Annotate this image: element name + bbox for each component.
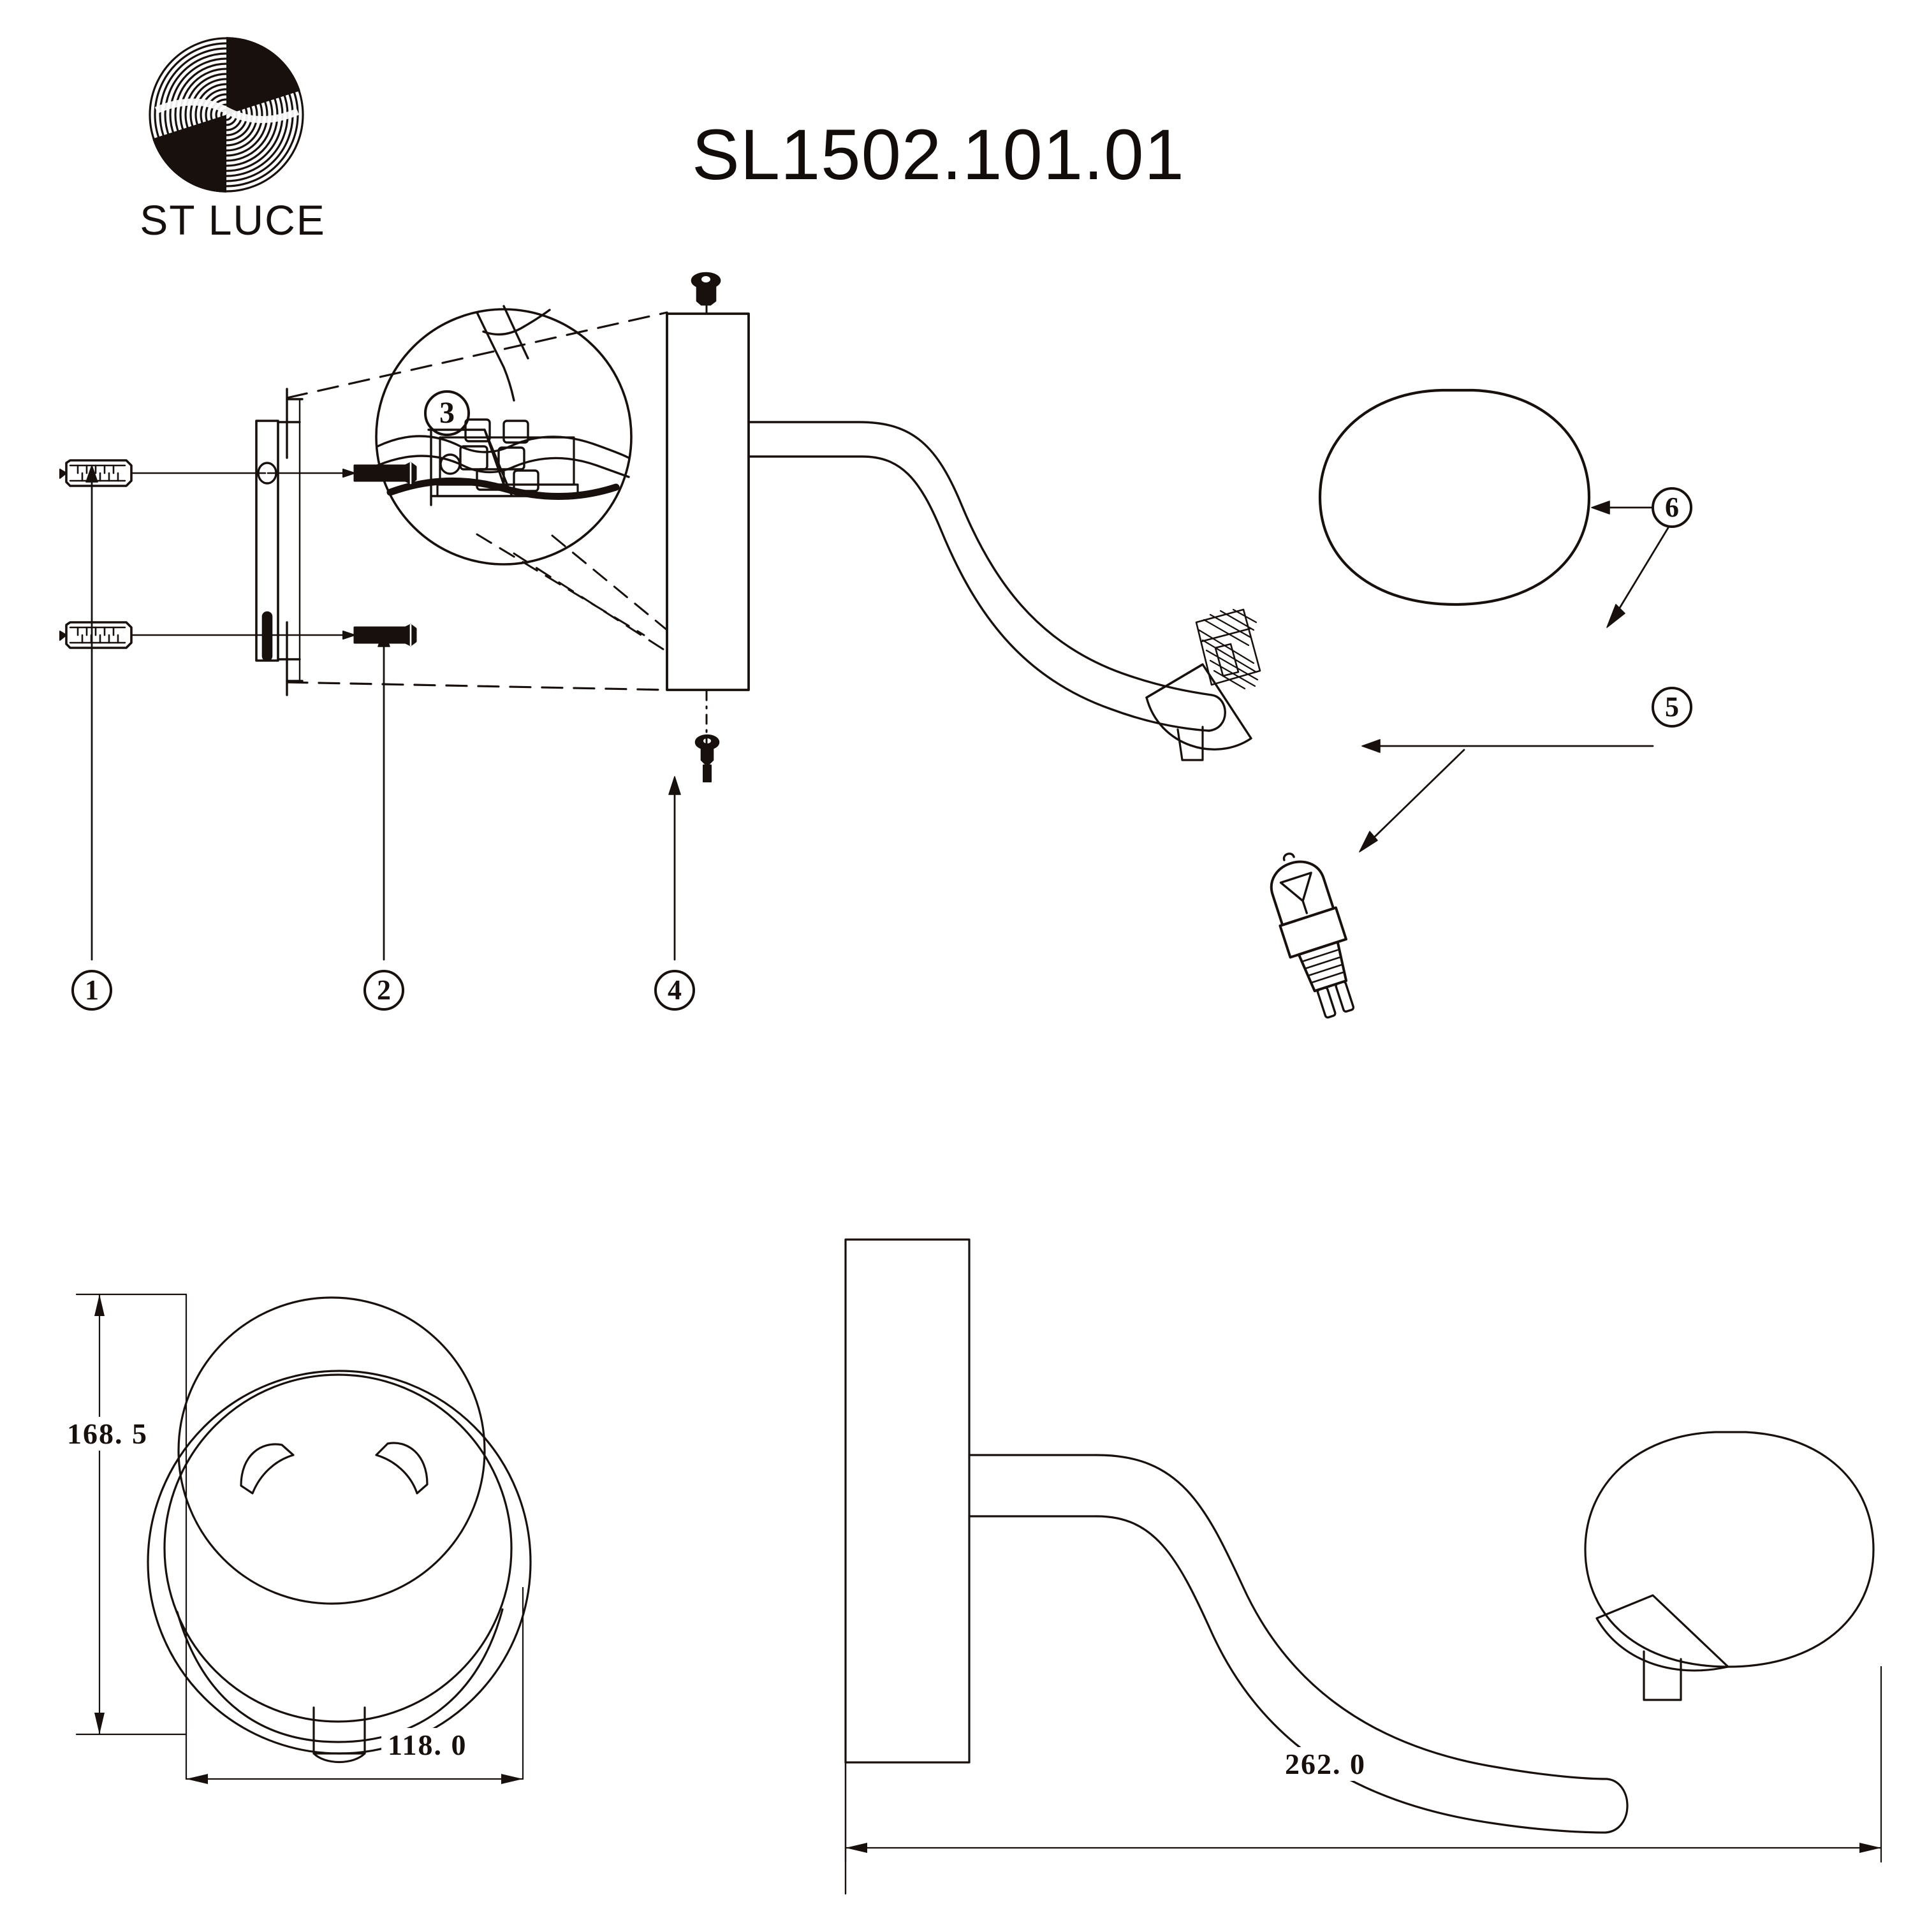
wall-anchor-dowel-bottom	[59, 621, 133, 649]
callout-leader-4	[668, 776, 681, 961]
front-width-dimension: 118. 0	[381, 1728, 474, 1762]
g9-halogen-bulb	[1270, 853, 1355, 1019]
glass-globe-shade	[1318, 388, 1591, 606]
front-height-dimension: 168. 5	[61, 1417, 154, 1451]
wall-anchor-dowel-top	[59, 459, 133, 487]
exploded-assembly-view	[59, 272, 1677, 1019]
balloon-4[interactable]: 4	[654, 970, 695, 1011]
callout-leader-6	[1591, 501, 1677, 628]
detail-bubble-3	[375, 305, 633, 566]
callout-leader-5	[1359, 739, 1654, 853]
balloon-6[interactable]: 6	[1652, 487, 1692, 528]
side-wall-plate	[844, 1238, 971, 1764]
side-globe-shade	[1584, 1431, 1875, 1668]
front-socket-stub	[312, 1706, 366, 1755]
side-socket-stub	[1643, 1650, 1682, 1701]
front-arm-ear-left	[240, 1443, 295, 1495]
lamp-holder-cup	[1145, 608, 1261, 761]
front-backplate-circle	[177, 1296, 486, 1605]
side-arm-inner	[1096, 1515, 1607, 1834]
balloon-2[interactable]: 2	[363, 970, 404, 1011]
callout-leader-1	[85, 465, 98, 961]
side-arm-outer	[1096, 1454, 1608, 1780]
front-elevation-view	[75, 1293, 532, 1784]
side-depth-dimension: 262. 0	[1279, 1747, 1372, 1781]
front-arm-ear-right	[375, 1442, 429, 1495]
side-arm-tip	[1604, 1778, 1629, 1834]
callout-leader-2	[377, 629, 390, 961]
balloon-1[interactable]: 1	[71, 970, 112, 1011]
wall-mounting-bracket	[255, 311, 668, 696]
side-elevation-view	[844, 1238, 1882, 1895]
lamp-body-backplate	[666, 312, 750, 691]
side-socket-cup	[1595, 1594, 1729, 1672]
brand-wordmark: ST LUCE	[140, 196, 326, 244]
curved-support-arm	[747, 421, 1226, 732]
brand-logo-block: ST LUCE	[96, 35, 370, 258]
mounting-screw-top	[342, 462, 417, 485]
drawing-title: SL1502.101.01	[692, 115, 1185, 194]
detail-leader-lines	[476, 533, 668, 653]
st-luce-spiral-logo-icon	[112, 35, 341, 194]
front-shade-outer-circle	[147, 1370, 532, 1755]
balloon-5[interactable]: 5	[1652, 687, 1692, 728]
front-shade-inner-circle	[163, 1373, 513, 1723]
front-shade-bowl-arc	[176, 1608, 504, 1743]
decorative-set-screw-top	[691, 272, 721, 306]
balloon-3[interactable]: 3	[424, 390, 470, 436]
